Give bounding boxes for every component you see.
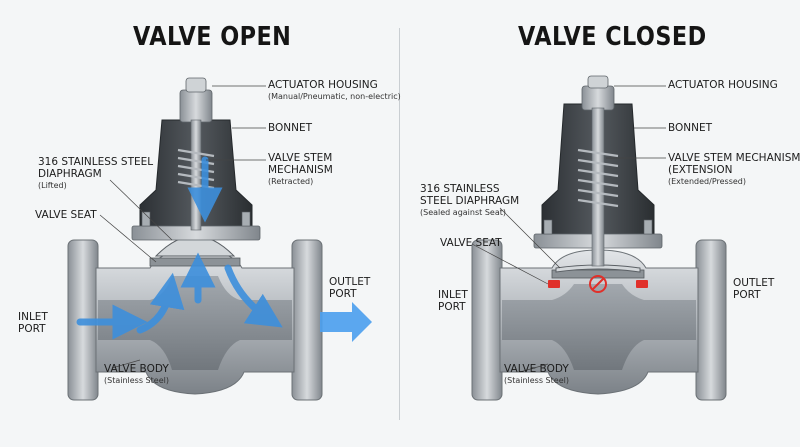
left-bonnet-label: BONNET	[268, 122, 313, 134]
right-valve-stem	[591, 107, 605, 267]
valve-closed-panel: VALVE CLOSED ACTUATOR HOUSING BONNET VAL…	[400, 0, 800, 447]
valve-open-title: VALVE OPEN	[133, 22, 292, 52]
left-outlet-label: OUTLET PORT	[329, 276, 371, 300]
right-seal-markers	[548, 280, 648, 288]
left-flow-passage	[98, 276, 292, 370]
right-valve-seat	[551, 269, 645, 279]
valve-open-panel: VALVE OPEN ACTUATOR HOUSING (Manual/Pneu…	[18, 22, 401, 385]
left-flow-arrows	[76, 156, 283, 340]
left-actuator-label: ACTUATOR HOUSING (Manual/Pneumatic, non-…	[268, 79, 401, 101]
left-valve-stem	[190, 119, 202, 231]
right-diaphragm-label: 316 STAINLESS STEEL DIAPHRAGM (Sealed ag…	[420, 183, 520, 217]
left-seat-label: VALVE SEAT	[35, 209, 97, 221]
right-bonnet-bolts	[543, 219, 653, 235]
blocked-flow-icon	[589, 275, 607, 293]
right-actuator-label: ACTUATOR HOUSING	[668, 79, 778, 91]
right-stem-label: VALVE STEM MECHANISM (EXTENSION (Extende…	[668, 152, 800, 186]
left-diaphragm-label: 316 STAINLESS STEEL DIAPHRAGM (Lifted)	[38, 156, 154, 190]
right-inlet-label: INLET PORT	[438, 289, 468, 313]
outlet-flow-arrow	[320, 302, 372, 342]
right-valve-illustration	[471, 75, 727, 401]
right-stem-knob	[587, 75, 609, 89]
left-stem-label: VALVE STEM MECHANISM (Retracted)	[268, 152, 333, 186]
right-seat-label: VALVE SEAT	[440, 237, 502, 249]
left-stem-knob	[185, 77, 207, 93]
right-stem-spring	[577, 148, 619, 208]
right-diaphragm	[555, 264, 641, 273]
right-flow-passage	[502, 284, 696, 370]
right-outlet-label: OUTLET PORT	[733, 277, 775, 301]
right-leader-lines	[471, 85, 666, 373]
right-body-label: VALVE BODY (Stainless Steel)	[504, 363, 569, 385]
valve-closed-title: VALVE CLOSED	[518, 22, 707, 52]
left-leader-lines	[99, 85, 266, 369]
panel-divider	[399, 28, 400, 420]
left-valve-illustration	[67, 77, 372, 401]
left-inlet-label: INLET PORT	[18, 311, 48, 335]
right-bonnet-label: BONNET	[668, 122, 713, 134]
left-body-label: VALVE BODY (Stainless Steel)	[104, 363, 169, 385]
